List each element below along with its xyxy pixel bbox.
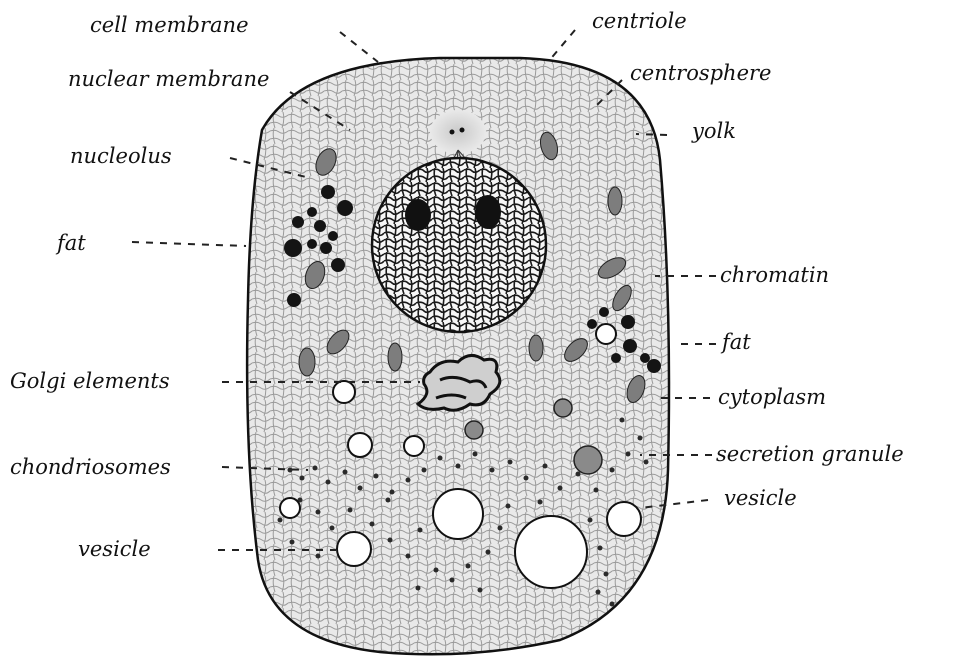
label-golgi-elements: Golgi elements — [10, 369, 170, 393]
label-nucleolus: nucleolus — [70, 144, 172, 168]
label-vesicle-right: vesicle — [724, 486, 797, 510]
nucleus — [372, 158, 546, 332]
centriole — [450, 130, 455, 135]
label-cell-membrane: cell membrane — [90, 13, 249, 37]
centrosphere — [430, 110, 486, 154]
label-centriole: centriole — [592, 9, 687, 33]
label-nuclear-membrane: nuclear membrane — [68, 67, 269, 91]
label-chondriosomes: chondriosomes — [10, 455, 171, 479]
label-chromatin: chromatin — [720, 263, 829, 287]
label-yolk: yolk — [691, 119, 736, 143]
label-centrosphere: centrosphere — [630, 61, 771, 85]
label-cytoplasm: cytoplasm — [718, 385, 826, 409]
label-fat-left: fat — [55, 231, 86, 255]
label-vesicle-left: vesicle — [78, 537, 151, 561]
nucleolus-right — [475, 195, 501, 229]
nucleolus-left — [405, 199, 431, 231]
label-secretion-granule: secretion granule — [716, 442, 904, 466]
label-fat-right: fat — [720, 330, 751, 354]
secretion-granule — [574, 446, 602, 474]
